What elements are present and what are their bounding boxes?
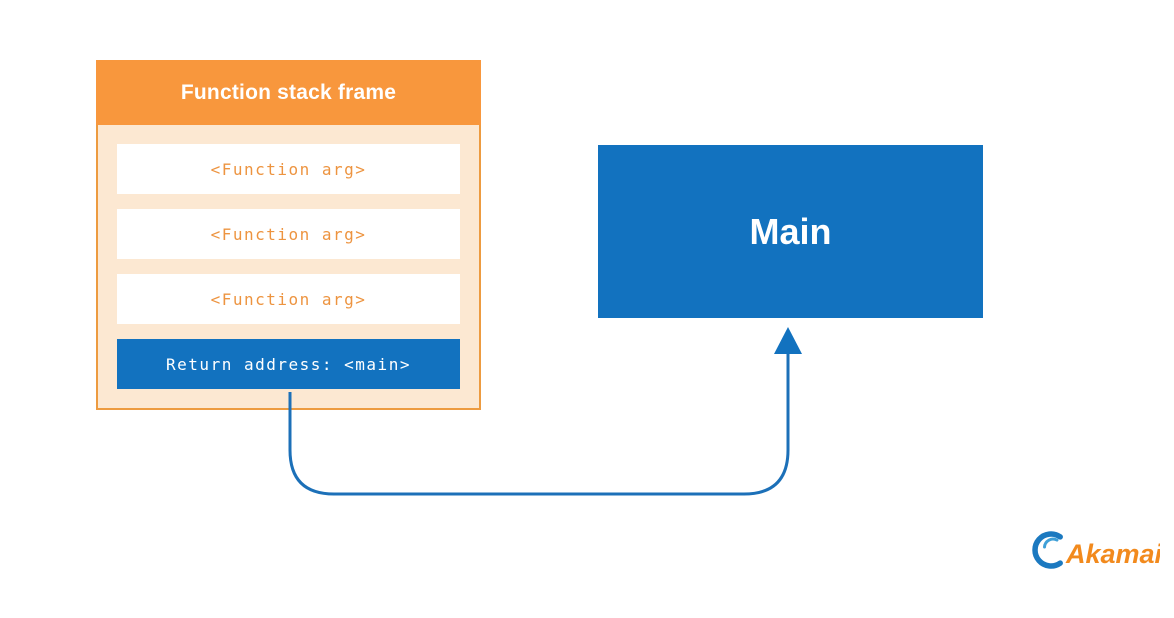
stack-row-function-arg-2: <Function arg>	[117, 209, 460, 259]
akamai-swoosh-icon: Akamai	[1032, 531, 1163, 569]
function-stack-frame: Function stack frame <Function arg> <Fun…	[96, 60, 481, 410]
akamai-logo: Akamai	[1032, 526, 1163, 574]
stack-row-function-arg-3: <Function arg>	[117, 274, 460, 324]
main-box-label: Main	[749, 210, 832, 252]
main-box: Main	[598, 145, 983, 318]
stack-frame-title: Function stack frame	[96, 60, 481, 125]
stack-row-return-address: Return address: <main>	[117, 339, 460, 389]
stack-row-function-arg-1: <Function arg>	[117, 144, 460, 194]
stack-row-label: <Function arg>	[210, 289, 367, 309]
akamai-logo-text: Akamai	[1065, 539, 1160, 569]
stack-row-label: <Function arg>	[210, 159, 367, 179]
stack-row-label: <Function arg>	[210, 224, 367, 244]
stack-frame-body: <Function arg> <Function arg> <Function …	[96, 125, 481, 410]
stack-row-label: Return address: <main>	[166, 354, 411, 374]
